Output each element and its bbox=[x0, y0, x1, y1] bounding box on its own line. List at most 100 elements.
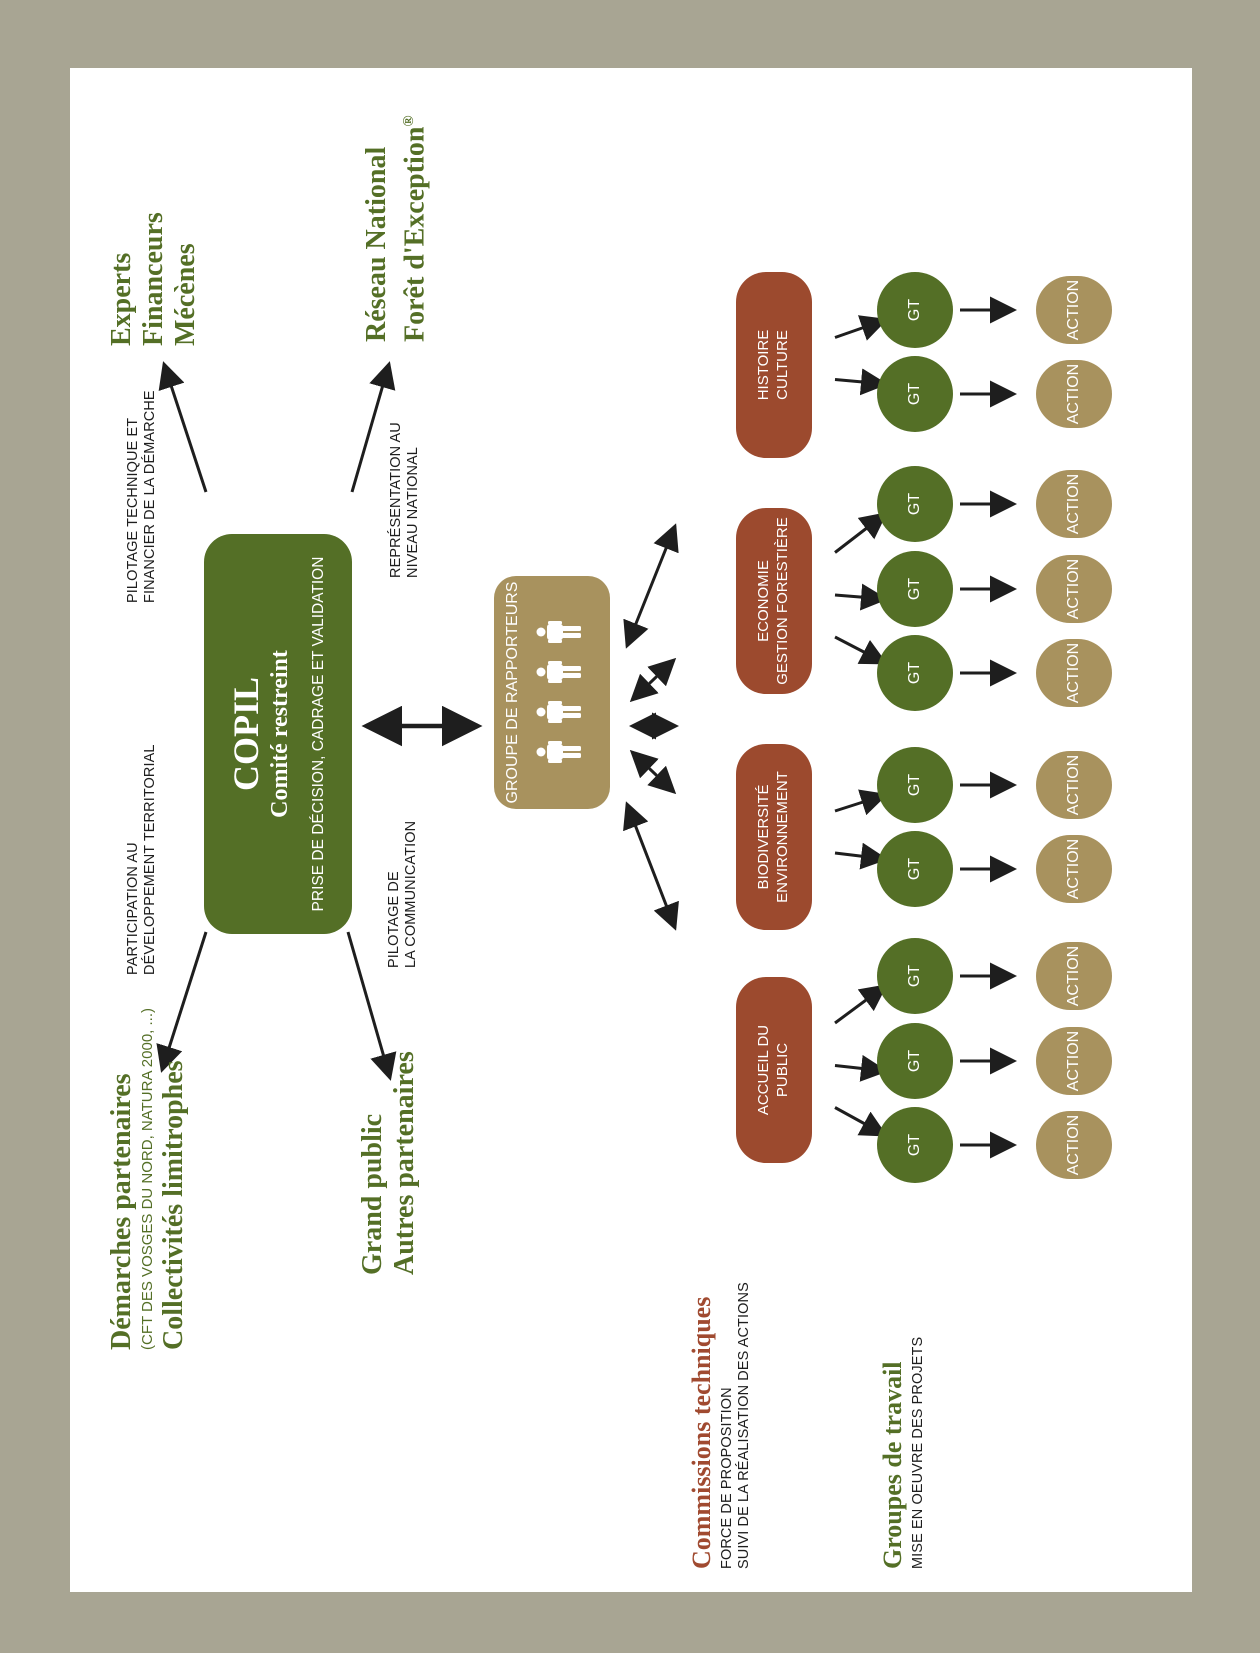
gt-circle: GT bbox=[877, 747, 953, 823]
commission-label: ECONOMIE bbox=[755, 560, 773, 642]
mecenes-label: Mécènes bbox=[170, 243, 201, 346]
reseau-group: Réseau National Forêt d'Exception® bbox=[361, 115, 431, 342]
copil-description: PRISE DE DÉCISION, CADRAGE ET VALIDATION bbox=[310, 556, 328, 912]
legend-groupes: Groupes de travail MISE EN OEUVRE DES PR… bbox=[878, 1336, 926, 1569]
legend-groupes-title: Groupes de travail bbox=[878, 1361, 907, 1569]
gt-circle: GT bbox=[877, 1107, 953, 1183]
arrow-commission-gt bbox=[834, 635, 888, 665]
copil-title: COPIL bbox=[225, 677, 266, 792]
action-label: ACTION bbox=[1065, 473, 1082, 535]
action-label: ACTION bbox=[1065, 1114, 1082, 1176]
person-icon bbox=[536, 701, 581, 724]
action-label: ACTION bbox=[1065, 642, 1082, 704]
diagram-stage: COPIL Comité restreint PRISE DE DÉCISION… bbox=[70, 68, 1192, 1592]
gt-circle: GT bbox=[877, 938, 953, 1014]
arrow-copil-demarches bbox=[156, 931, 208, 1073]
action-pill: ACTION bbox=[1036, 942, 1112, 1010]
action-label: ACTION bbox=[1065, 754, 1082, 816]
action-pill: ACTION bbox=[1036, 751, 1112, 819]
reseau-label: Réseau National bbox=[361, 146, 392, 342]
action-pill: ACTION bbox=[1036, 1027, 1112, 1095]
arrow-commission-gt bbox=[834, 1054, 888, 1082]
action-pill: ACTION bbox=[1036, 1111, 1112, 1179]
copil-subtitle: Comité restreint bbox=[267, 650, 294, 818]
grand-public-group: Grand public Autres partenaires bbox=[357, 1051, 421, 1275]
action-pill: ACTION bbox=[1036, 470, 1112, 538]
copil-box: COPIL Comité restreint PRISE DE DÉCISION… bbox=[204, 534, 352, 934]
autres-partenaires-label: Autres partenaires bbox=[389, 1051, 420, 1275]
financeurs-label: Financeurs bbox=[138, 212, 169, 346]
action-pill: ACTION bbox=[1036, 276, 1112, 344]
action-label: ACTION bbox=[1065, 363, 1082, 425]
arrow-copil-grand-public bbox=[346, 931, 397, 1081]
action-pill: ACTION bbox=[1036, 639, 1112, 707]
gt-label: GT bbox=[906, 1049, 923, 1073]
action-label: ACTION bbox=[1065, 945, 1082, 1007]
gt-circle: GT bbox=[877, 466, 953, 542]
arrow-rapporteurs-histoire bbox=[623, 523, 679, 649]
diagram-panel: COPIL Comité restreint PRISE DE DÉCISION… bbox=[70, 68, 1192, 1592]
person-icon bbox=[536, 621, 581, 644]
pilotage-technique-label: PILOTAGE TECHNIQUE ET FINANCIER DE LA DÉ… bbox=[125, 390, 159, 603]
arrow-commission-gt bbox=[834, 1106, 888, 1137]
pilotage-communication-label: PILOTAGE DE LA COMMUNICATION bbox=[386, 820, 420, 968]
arrow-commission-gt bbox=[834, 984, 888, 1025]
gt-circle: GT bbox=[877, 356, 953, 432]
commission-label: HISTOIRE bbox=[755, 329, 773, 401]
action-pill: ACTION bbox=[1036, 835, 1112, 903]
rapporteurs-label: GROUPE DE RAPPORTEURS bbox=[504, 581, 521, 804]
arrow-commission-gt bbox=[834, 315, 888, 341]
gt-label: GT bbox=[906, 492, 923, 516]
foret-label: Forêt d'Exception bbox=[399, 126, 431, 342]
commission-label: ENVIRONNEMENT bbox=[774, 771, 791, 903]
legend-commissions: Commissions techniques FORCE DE PROPOSIT… bbox=[687, 1282, 753, 1569]
action-pill: ACTION bbox=[1036, 360, 1112, 428]
collectivites-label: Collectivités limitrophes bbox=[158, 1060, 189, 1350]
arrow-rapporteurs-economie bbox=[629, 657, 677, 703]
demarches-examples: (CFT DES VOSGES DU NORD, NATURA 2000, ..… bbox=[139, 1007, 156, 1350]
person-icon bbox=[536, 661, 581, 684]
commission-label: CULTURE bbox=[774, 330, 791, 400]
arrow-commission-gt bbox=[834, 368, 888, 396]
gt-label: GT bbox=[906, 964, 923, 988]
action-label: ACTION bbox=[1065, 838, 1082, 900]
arrow-rapporteurs-biodiversite bbox=[629, 749, 677, 795]
arrow-rapporteurs-accueil bbox=[623, 801, 679, 931]
arrows-layer bbox=[156, 296, 1017, 1159]
demarches-group: Démarches partenaires (CFT DES VOSGES DU… bbox=[106, 1008, 190, 1350]
commission-label: PUBLIC bbox=[774, 1042, 791, 1098]
arrow-copil-reseau bbox=[350, 361, 396, 493]
participation-label: PARTICIPATION AU DÉVELOPPEMENT TERRITORI… bbox=[125, 744, 159, 975]
arrow-commission-gt bbox=[834, 842, 888, 870]
gt-label: GT bbox=[906, 773, 923, 797]
gt-circle: GT bbox=[877, 1023, 953, 1099]
commission-label: GESTION FORESTIÈRE bbox=[774, 517, 791, 685]
gt-circle: GT bbox=[877, 272, 953, 348]
legend-commissions-title: Commissions techniques bbox=[687, 1296, 716, 1569]
rapporteurs-box: GROUPE DE RAPPORTEURS bbox=[494, 576, 610, 809]
demarches-label: Démarches partenaires bbox=[106, 1073, 137, 1350]
people-row bbox=[536, 576, 584, 809]
gt-circle: GT bbox=[877, 551, 953, 627]
arrow-commission-gt bbox=[834, 583, 888, 611]
arrow-commission-gt bbox=[834, 789, 888, 816]
arrow-copil-experts bbox=[158, 361, 208, 493]
representation-label: REPRÉSENTATION AU NIVEAU NATIONAL bbox=[388, 422, 422, 578]
action-label: ACTION bbox=[1065, 558, 1082, 620]
gt-label: GT bbox=[906, 382, 923, 406]
gt-label: GT bbox=[906, 857, 923, 881]
action-label: ACTION bbox=[1065, 279, 1082, 341]
action-label: ACTION bbox=[1065, 1030, 1082, 1092]
action-pill: ACTION bbox=[1036, 555, 1112, 623]
commission-label: ACCUEIL DU bbox=[755, 1024, 773, 1116]
gt-label: GT bbox=[906, 577, 923, 601]
gt-label: GT bbox=[906, 298, 923, 322]
arrow-commission-gt bbox=[834, 512, 888, 554]
person-icon bbox=[536, 741, 581, 764]
commission-label: BIODIVERSITÉ bbox=[755, 784, 773, 890]
gt-label: GT bbox=[906, 1133, 923, 1157]
